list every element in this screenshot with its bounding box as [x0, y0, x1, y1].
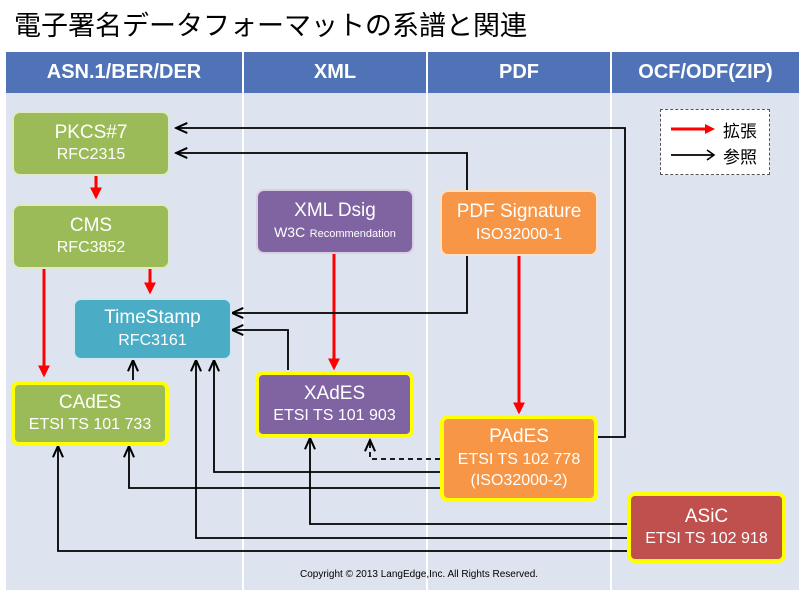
- box-title: XML Dsig: [294, 199, 376, 221]
- box-title: PAdES: [489, 426, 549, 448]
- legend-extend-label: 拡張: [723, 121, 757, 142]
- box-title: CAdES: [58, 391, 122, 413]
- box-title: CMS: [69, 214, 113, 236]
- pdf-signature-box: PDF Signature ISO32000-1: [440, 190, 598, 256]
- ref-arrow-asic-cades: [58, 446, 627, 552]
- box-subtitle: ETSI TS 101 733: [28, 416, 152, 434]
- ref-arrow-xades-timestamp: [232, 330, 289, 370]
- cades-box: CAdES ETSI TS 101 733: [11, 381, 169, 446]
- column-divider: [610, 52, 612, 590]
- legend-reference: 参照: [669, 144, 757, 168]
- box-title: TimeStamp: [104, 307, 201, 329]
- box-title: ASiC: [684, 505, 729, 527]
- xades-box: XAdES ETSI TS 101 903: [255, 371, 414, 438]
- timestamp-box: TimeStamp RFC3161: [73, 298, 232, 360]
- box-title: XAdES: [303, 382, 366, 404]
- page-title: 電子署名データフォーマットの系譜と関連: [14, 11, 527, 42]
- column-header-asn1: ASN.1/BER/DER: [6, 52, 242, 93]
- ref-arrow-asic-timestamp: [196, 360, 627, 539]
- pades-box: PAdES ETSI TS 102 778 (ISO32000-2): [440, 415, 598, 502]
- ref-arrow-pdfsig-timestamp: [232, 256, 468, 313]
- ref-arrow-pades-pkcs7: [176, 128, 626, 438]
- box-title: PDF Signature: [456, 201, 582, 223]
- column-header-ocf-odf: OCF/ODF(ZIP): [612, 52, 799, 93]
- cms-box: CMS RFC3852: [12, 204, 170, 269]
- box-subtitle: RFC3161: [118, 331, 187, 349]
- box-subtitle: ETSI TS 101 903: [273, 407, 396, 425]
- column-divider: [242, 52, 244, 590]
- black-arrow-icon: [671, 149, 716, 161]
- box-subtitle: W3C Recommendation: [274, 223, 396, 244]
- ref-arrow-pades-xades-dashed: [370, 440, 440, 460]
- box-subtitle: ETSI TS 102 918: [645, 530, 768, 548]
- box-subtitle-w3c: W3C: [274, 224, 306, 241]
- box-subtitle: RFC2315: [56, 146, 126, 164]
- ref-arrow-asic-xades: [310, 438, 627, 525]
- box-subtitle-recommendation: Recommendation: [309, 228, 396, 241]
- legend-reference-label: 参照: [723, 147, 757, 168]
- box-subtitle-2: (ISO32000-2): [470, 471, 568, 489]
- pkcs7-box: PKCS#7 RFC2315: [12, 111, 170, 176]
- column-header-xml: XML: [244, 52, 426, 93]
- copyright-notice: Copyright © 2013 LangEdge,Inc. All Right…: [300, 569, 539, 580]
- ref-arrow-pades-timestamp: [214, 360, 440, 473]
- column-divider: [426, 52, 428, 590]
- legend-extend: 拡張: [669, 118, 757, 142]
- red-arrow-icon: [671, 124, 715, 134]
- ref-arrow-pades-cades: [129, 446, 440, 489]
- column-header-pdf: PDF: [428, 52, 610, 93]
- box-subtitle: ISO32000-1: [475, 225, 563, 243]
- box-title: PKCS#7: [54, 121, 128, 143]
- box-subtitle: ETSI TS 102 778: [457, 451, 581, 469]
- xmldsig-box: XML Dsig W3C Recommendation: [256, 189, 414, 254]
- ref-arrow-pdfsig-pkcs7: [176, 153, 468, 190]
- box-subtitle: RFC3852: [56, 239, 126, 257]
- legend: 拡張 参照: [660, 109, 770, 175]
- asic-box: ASiC ETSI TS 102 918: [627, 492, 786, 563]
